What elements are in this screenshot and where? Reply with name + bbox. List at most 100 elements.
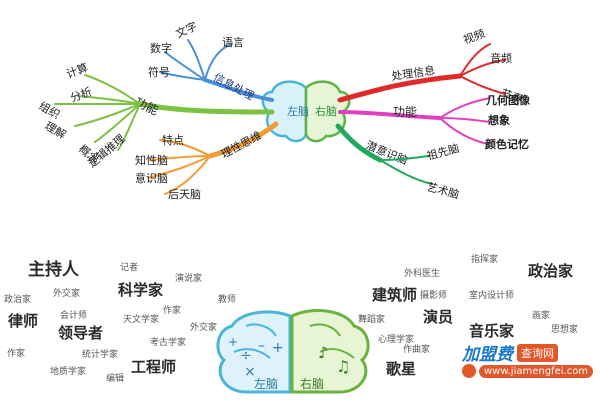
bottom-brain-right-label: 右脑	[300, 376, 324, 391]
twig-ancestor	[379, 155, 429, 161]
brain-symbol-times: ×	[244, 364, 256, 380]
node-text: 文字	[173, 19, 199, 41]
node-analyze: 分析	[68, 84, 93, 105]
node-art: 艺术脑	[425, 180, 460, 201]
branch-left-info	[203, 78, 274, 102]
watermark-logo: 加盟费 查询网	[462, 340, 558, 365]
word-left-15: 考古学家	[150, 336, 186, 348]
twig-color	[439, 117, 489, 145]
node-conscious: 意识脑	[135, 171, 168, 185]
bottom-brain-right-folds	[309, 323, 355, 359]
brain-symbol-note-a: ♪	[318, 343, 328, 362]
word-left-4: 外交家	[53, 287, 80, 299]
word-left-9: 教师	[218, 293, 236, 305]
node-cognitive: 知性脑	[135, 153, 168, 167]
node-color: 颜色记忆	[485, 137, 529, 151]
node-symbol: 符号	[148, 66, 170, 79]
bottom-brain-right	[290, 309, 370, 394]
twig-concept	[94, 103, 141, 143]
node-geometry: 几何图像	[486, 93, 531, 107]
node-video: 视频	[461, 26, 486, 47]
twig-understand	[74, 103, 141, 127]
branch-right-info	[337, 73, 463, 103]
word-left-3: 政治家	[4, 293, 31, 305]
twig-rhythm	[459, 75, 506, 95]
watermark: 加盟费 查询网 www.jiamengfei.com	[462, 340, 597, 386]
twig-acquired	[164, 155, 211, 195]
node-audio: 音频	[490, 51, 512, 65]
brain-symbol-note-b: ♫	[336, 357, 350, 376]
watermark-url-bar: www.jiamengfei.com	[462, 364, 594, 378]
word-right-0: 指挥家	[471, 253, 498, 265]
word-right-11: 思想家	[551, 323, 578, 335]
word-right-5: 室内设计师	[469, 289, 514, 301]
twig-symbol	[159, 71, 206, 81]
twig-trait	[159, 139, 211, 157]
node-understand: 理解	[43, 118, 69, 141]
word-right-2: 外科医生	[404, 267, 440, 279]
brain-symbol-minus: –	[258, 338, 265, 354]
word-right-10: 音乐家	[469, 322, 514, 340]
twig-language	[204, 43, 233, 81]
branch-left-function	[137, 101, 275, 115]
node-organize: 组织	[37, 98, 63, 121]
branch-subconscious-label: 潜意识脑	[364, 138, 410, 167]
twig-number	[164, 51, 206, 81]
word-right-7: 演员	[423, 308, 453, 326]
brain-symbol-plus-b: +	[228, 335, 238, 349]
twig-logic	[117, 103, 141, 151]
word-left-6: 律师	[7, 312, 38, 330]
word-left-13: 作家	[7, 347, 25, 359]
twig-geometry	[439, 97, 491, 119]
brain-symbol-divide: ÷	[240, 348, 252, 364]
twig-cognitive	[149, 155, 211, 161]
node-calc: 计算	[64, 60, 89, 81]
word-left-16: 地质学家	[50, 365, 86, 377]
word-left-18: 编辑	[106, 372, 124, 384]
word-left-11: 天文学家	[123, 313, 159, 325]
twig-calc	[84, 74, 141, 105]
node-ancestor: 祖先脑	[425, 141, 460, 163]
word-left-12: 外交家	[190, 321, 217, 333]
node-imagine: 想象	[487, 113, 510, 127]
word-left-10: 领导者	[57, 324, 103, 342]
word-left-17: 工程师	[131, 358, 176, 376]
node-number: 数字	[150, 41, 172, 55]
word-left-8: 作家	[163, 304, 181, 316]
twig-conscious	[147, 155, 211, 179]
twig-text	[187, 39, 206, 81]
word-left-5: 科学家	[118, 281, 163, 299]
branch-subconscious	[335, 123, 383, 163]
branch-left-info-label: 信息处理	[211, 70, 256, 103]
branch-rational	[207, 121, 279, 159]
center-right-label: 右脑	[315, 104, 337, 118]
branch-right-info-label: 处理信息	[390, 63, 436, 83]
watermark-url: www.jiamengfei.com	[479, 364, 594, 378]
word-left-1: 记者	[120, 262, 138, 273]
word-left-14: 统计学家	[82, 348, 118, 360]
word-right-9: 心理学家	[378, 333, 414, 345]
twig-video	[459, 43, 491, 77]
node-acquired: 后天脑	[168, 188, 201, 201]
word-right-3: 建筑师	[372, 286, 417, 304]
watermark-pin-icon	[462, 364, 476, 378]
word-right-4: 摄影师	[420, 289, 447, 301]
word-left-0: 主持人	[28, 259, 80, 280]
branch-right-function-label: 功能	[393, 105, 417, 119]
twig-audio	[459, 59, 506, 77]
node-trait: 特点	[162, 133, 184, 147]
watermark-brand: 加盟费	[462, 345, 513, 365]
center-left-label: 左脑	[287, 105, 309, 118]
watermark-tag: 查询网	[517, 343, 558, 362]
bottom-brain-left-label: 左脑	[254, 376, 278, 391]
word-left-7: 会计师	[60, 309, 87, 321]
word-right-8: 画家	[532, 309, 550, 321]
word-right-6: 舞蹈家	[358, 313, 385, 325]
node-language: 语言	[222, 36, 244, 49]
word-right-12: 作曲家	[403, 343, 430, 355]
word-left-2: 演说家	[175, 272, 202, 284]
twig-imagine	[439, 117, 491, 123]
word-right-13: 歌星	[386, 360, 416, 378]
